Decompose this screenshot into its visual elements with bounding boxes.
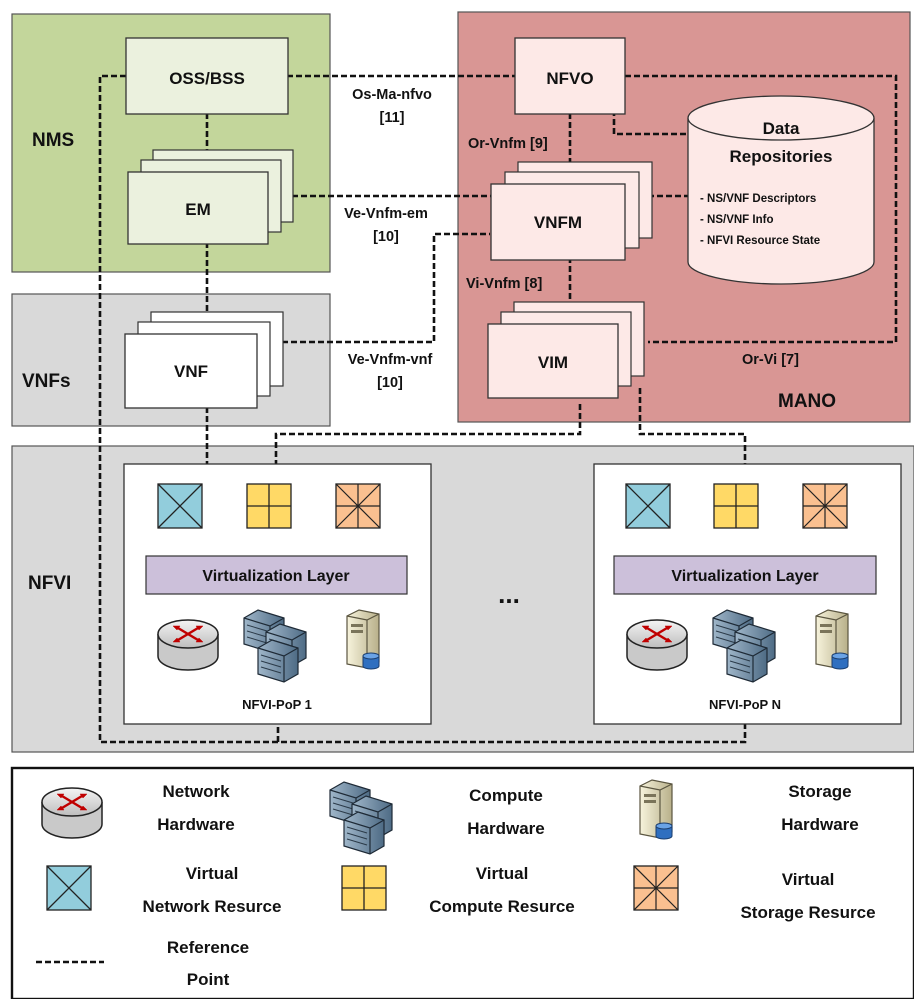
vnfm-label: VNFM: [534, 213, 582, 232]
legend-reference-point-label: Reference: [167, 938, 249, 957]
data-repositories-item: - NS/VNF Descriptors: [700, 193, 816, 205]
vi-vnfm-label: Vi-Vnfm [8]: [466, 276, 542, 292]
legend-virtual-network-icon: [46, 865, 92, 911]
legend-virtual-network-label: Network Resurce: [143, 897, 282, 916]
legend-compute-hardware-label: Hardware: [467, 819, 544, 838]
reference-point-lines: [98, 74, 898, 744]
oss-bss-label: OSS/BSS: [169, 69, 245, 88]
legend-virtual-network-label: Virtual: [186, 864, 239, 883]
legend-virtual-compute-label: Virtual: [476, 864, 529, 883]
or-vnfm-label: Or-Vnfm [9]: [468, 136, 548, 152]
or-vi-label: Or-Vi [7]: [742, 352, 799, 368]
vnfm-node[interactable]: VNFM: [490, 161, 653, 261]
legend-network-hardware-label: Network: [162, 782, 230, 801]
nfvi-label: NFVI: [28, 573, 71, 594]
nfvi-pop-1[interactable]: Virtualization Layer NFVI-PoP 1: [123, 463, 432, 725]
virtual-network-resource-icon: [625, 483, 671, 529]
legend-network-hardware-icon: [40, 786, 104, 840]
pop-label: NFVI-PoP N: [709, 697, 781, 712]
nfvi-pop-n[interactable]: Virtualization Layer NFVI-PoP N: [593, 463, 902, 725]
network-hardware-icon: [625, 618, 689, 672]
pop-ellipsis: ...: [498, 579, 520, 609]
virtual-network-resource-icon: [157, 483, 203, 529]
ve-vnfm-vnf-label: Ve-Vnfm-vnf: [348, 352, 433, 368]
vim-node[interactable]: VIM: [487, 301, 645, 399]
legend: Network Hardware Compute Hardware Storag…: [10, 766, 914, 999]
oss-bss-node[interactable]: OSS/BSS: [125, 37, 289, 115]
em-node[interactable]: EM: [127, 149, 294, 245]
storage-hardware-icon: [346, 609, 380, 670]
pop-label: NFVI-PoP 1: [242, 697, 312, 712]
storage-hardware-icon: [815, 609, 849, 670]
mano-label: MANO: [778, 391, 836, 412]
legend-storage-hardware-icon: [639, 779, 673, 840]
ve-vnfm-vnf-number: [10]: [377, 375, 403, 391]
ve-vnfm-em-label: Ve-Vnfm-em: [344, 206, 428, 222]
legend-virtual-storage-label: Virtual: [782, 870, 835, 889]
legend-virtual-storage-icon: [633, 865, 679, 911]
nfvo-node[interactable]: NFVO: [514, 37, 626, 115]
em-label: EM: [185, 200, 211, 219]
nfvo-label: NFVO: [546, 69, 593, 88]
virtualization-layer: [145, 555, 408, 595]
legend-storage-hardware-label: Storage: [788, 782, 851, 801]
os-ma-nfvo-number: [11]: [380, 110, 405, 126]
virtual-storage-resource-icon: [802, 483, 848, 529]
virtual-compute-resource-icon: [713, 483, 759, 529]
legend-reference-point-label: Point: [187, 970, 230, 989]
virtual-compute-resource-icon: [246, 483, 292, 529]
virtualization-layer-label: Virtualization Layer: [202, 568, 349, 585]
vnf-node[interactable]: VNF: [124, 311, 284, 409]
legend-virtual-storage-label: Storage Resurce: [740, 903, 875, 922]
vnfs-label: VNFs: [22, 371, 71, 392]
virtualization-layer-label: Virtualization Layer: [671, 568, 818, 585]
ve-vnfm-em-number: [10]: [373, 229, 399, 245]
legend-compute-hardware-label: Compute: [469, 786, 543, 805]
legend-virtual-compute-icon: [341, 865, 387, 911]
network-hardware-icon: [156, 618, 220, 672]
virtualization-layer: [613, 555, 877, 595]
data-repositories-item: - NFVI Resource State: [700, 235, 820, 247]
nms-label: NMS: [32, 130, 74, 151]
data-repositories-title-1: Data: [763, 119, 800, 138]
legend-storage-hardware-label: Hardware: [781, 815, 858, 834]
legend-network-hardware-label: Hardware: [157, 815, 234, 834]
data-repositories[interactable]: Data Repositories - NS/VNF Descriptors -…: [687, 95, 875, 285]
data-repositories-item: - NS/VNF Info: [700, 214, 773, 226]
os-ma-nfvo-label: Os-Ma-nfvo: [352, 87, 432, 103]
virtual-storage-resource-icon: [335, 483, 381, 529]
legend-virtual-compute-label: Compute Resurce: [429, 897, 574, 916]
vnf-label: VNF: [174, 362, 208, 381]
data-repositories-title-2: Repositories: [730, 147, 833, 166]
vim-label: VIM: [538, 353, 568, 372]
